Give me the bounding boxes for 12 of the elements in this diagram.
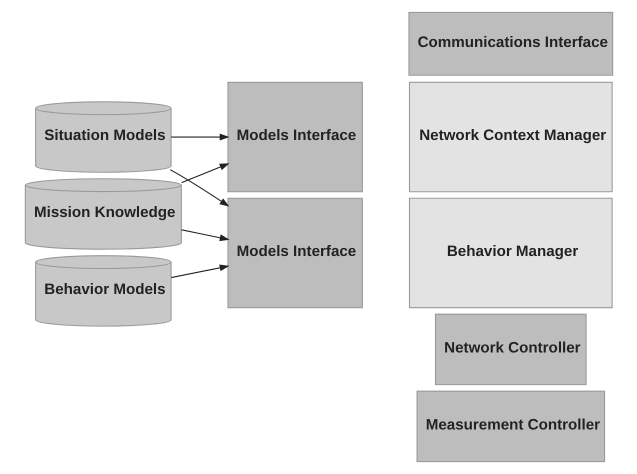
arrow — [170, 264, 229, 278]
arrow — [169, 169, 229, 207]
node-box: Communications Interface — [408, 12, 613, 76]
arrow — [180, 163, 229, 184]
arrow — [180, 229, 230, 242]
node-box: Measurement Controller — [416, 390, 605, 462]
node-box: Network Context Manager — [408, 82, 612, 192]
node-box: Behavior Manager — [408, 198, 612, 308]
node-box: Models Interface — [226, 198, 362, 308]
arrow — [170, 134, 229, 140]
node-box: Models Interface — [226, 82, 362, 192]
node-box: Network Controller — [434, 314, 586, 386]
